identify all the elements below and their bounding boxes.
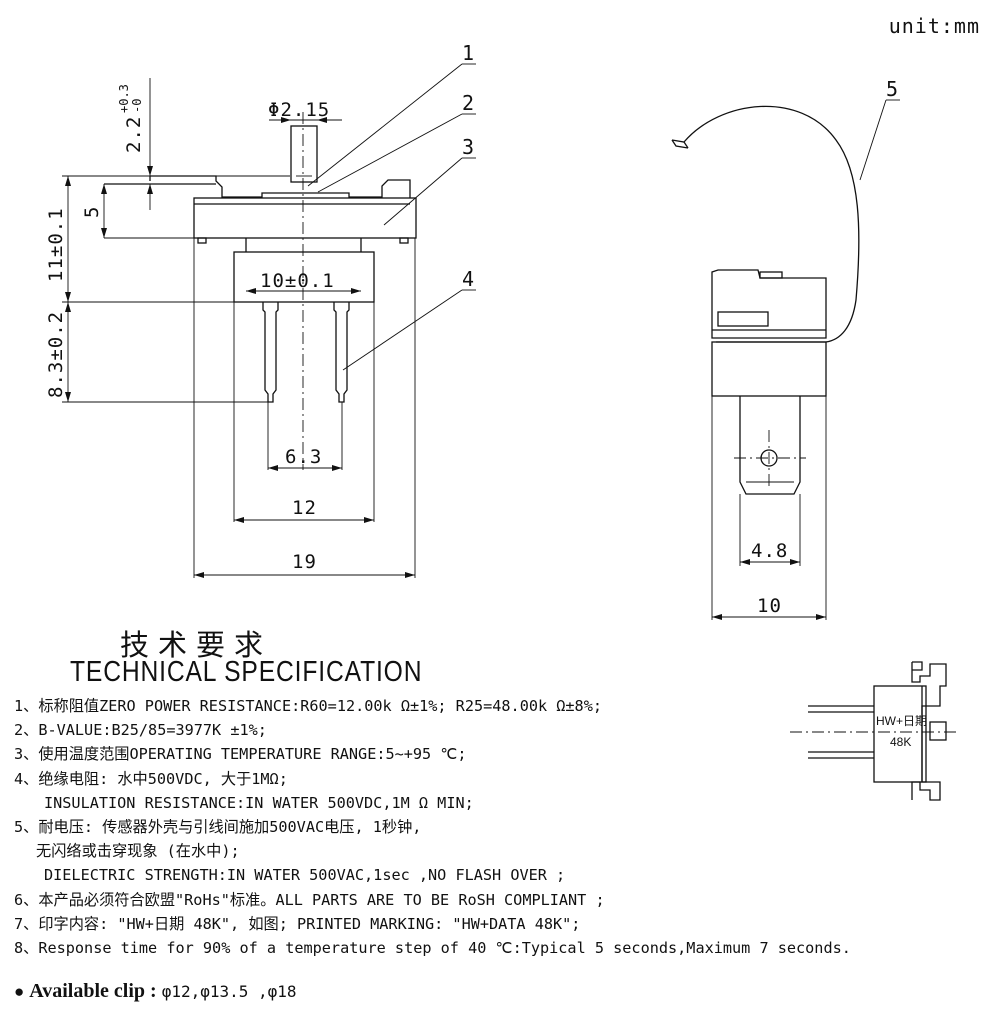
dim-top-height: 2.2 <box>123 116 145 153</box>
available-clip-row: ● Available clip : φ12,φ13.5 ,φ18 <box>14 980 297 1003</box>
dim-width-10: 10±0.1 <box>260 270 335 292</box>
unit-label: unit:mm <box>888 14 980 38</box>
spec-line-5-cn: 无闪络或击穿现象 (在水中); <box>36 842 240 861</box>
spec-line-5: 5、耐电压: 传感器外壳与引线间施加500VAC电压, 1秒钟, <box>14 817 422 836</box>
spec-line-4: 4、绝缘电阻: 水中500VDC, 大于1MΩ; <box>14 769 288 788</box>
dim-dia: Φ2.15 <box>268 99 330 121</box>
dim-width-19: 19 <box>292 551 317 573</box>
spec-line-5-en: DIELECTRIC STRENGTH:IN WATER 500VAC,1sec… <box>44 866 566 885</box>
technical-drawing: Φ2.15 2.2 +0.3 -0 5 11±0.1 8.3±0.2 10±0.… <box>45 41 900 620</box>
spec-line-3: 3、使用温度范围OPERATING TEMPERATURE RANGE:5~+9… <box>14 745 467 764</box>
front-view <box>104 112 417 578</box>
marking-line-1: HW+日期 <box>876 714 927 728</box>
available-clip-values: φ12,φ13.5 ,φ18 <box>161 982 297 1001</box>
spec-heading-en: TECHNICAL SPECIFICATION <box>70 656 423 688</box>
side-callouts: 5 <box>859 77 900 181</box>
marking-line-2: 48K <box>890 735 911 749</box>
callout-1: 1 <box>462 41 474 65</box>
dim-pin-8: 8.3±0.2 <box>45 311 67 398</box>
marking-diagram: HW+日期 48K <box>790 661 960 801</box>
callout-3: 3 <box>462 135 474 159</box>
spec-line-1: 1、标称阻值ZERO POWER RESISTANCE:R60=12.00k Ω… <box>14 697 602 715</box>
spec-line-6: 6、本产品必须符合欧盟"RoHs"标准。ALL PARTS ARE TO BE … <box>14 890 605 909</box>
dim-side-10: 10 <box>757 595 782 617</box>
spec-line-8: 8、Response time for 90% of a temperature… <box>14 938 851 957</box>
dim-body-5: 5 <box>81 206 103 218</box>
side-dimensions: 4.8 10 <box>712 540 826 620</box>
spec-line-4-en: INSULATION RESISTANCE:IN WATER 500VDC,1M… <box>44 793 474 812</box>
dim-tol-lower: -0 <box>130 99 144 113</box>
dim-tol-upper: +0.3 <box>117 84 131 113</box>
dim-side-4-8: 4.8 <box>751 540 788 562</box>
side-view <box>671 105 860 620</box>
front-callouts: 1 2 3 4 <box>307 41 476 371</box>
bullet-icon: ● <box>14 982 25 1001</box>
callout-5: 5 <box>886 77 898 101</box>
front-dimensions: Φ2.15 2.2 +0.3 -0 5 11±0.1 8.3±0.2 10±0.… <box>45 78 415 578</box>
callout-4: 4 <box>462 267 474 291</box>
callout-2: 2 <box>462 91 474 115</box>
dim-width-6: 6.3 <box>285 446 322 468</box>
dim-body-11: 11±0.1 <box>45 207 67 282</box>
dim-width-12: 12 <box>292 497 317 519</box>
spec-list: 1、标称阻值ZERO POWER RESISTANCE:R60=12.00k Ω… <box>14 694 944 960</box>
spec-heading-cn: 技术要求 <box>120 628 273 662</box>
available-clip-label: Available clip : <box>29 980 157 1002</box>
spec-line-2: 2、B-VALUE:B25/85=3977K ±1%; <box>14 721 267 740</box>
spec-line-7: 7、印字内容: "HW+日期 48K", 如图; PRINTED MARKING… <box>14 914 581 933</box>
